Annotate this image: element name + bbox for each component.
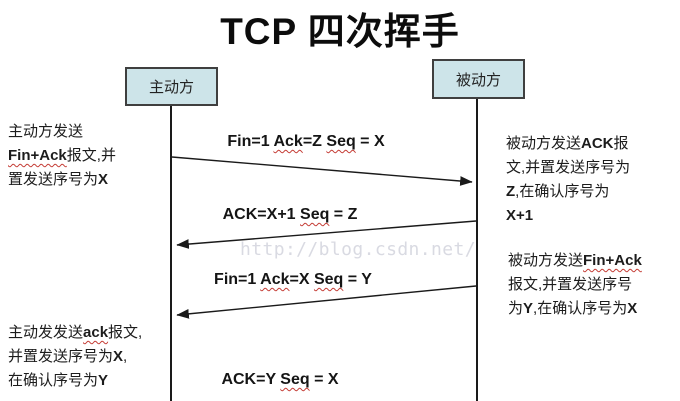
page-title: TCP 四次挥手 bbox=[220, 11, 460, 52]
message-label-ack-2: ACK=Y Seq = X bbox=[221, 371, 339, 388]
watermark-text: http://blog.csdn.net/ bbox=[240, 239, 476, 260]
actor-box-active: 主动方 bbox=[125, 67, 218, 106]
arrow-ack-1 bbox=[176, 220, 477, 249]
actor-box-passive: 被动方 bbox=[432, 59, 525, 99]
arrow-fin-2 bbox=[176, 285, 477, 319]
message-label-ack-1: ACK=X+1 Seq = Z bbox=[222, 206, 358, 223]
actor-label-passive: 被动方 bbox=[455, 71, 501, 89]
annotation-active-ack: 主动发发送ack报文,并置发送序号为X,在确认序号为Y bbox=[8, 324, 143, 389]
lifeline-passive bbox=[476, 99, 478, 401]
message-label-fin-2: Fin=1 Ack=X Seq = Y bbox=[214, 271, 372, 288]
actor-label-active: 主动方 bbox=[148, 79, 194, 96]
lifeline-active bbox=[170, 106, 172, 401]
arrow-fin-1 bbox=[171, 156, 473, 186]
message-label-fin-1: Fin=1 Ack=Z Seq = X bbox=[227, 133, 385, 150]
